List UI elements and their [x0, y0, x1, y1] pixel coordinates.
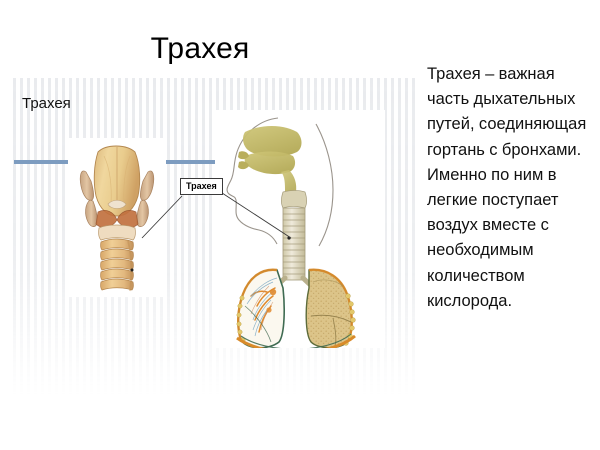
callout-label-trachea: Трахея — [180, 178, 223, 195]
body-text: Трахея – важная часть дыхательных путей,… — [427, 65, 587, 310]
page-title: Трахея — [0, 30, 600, 68]
page-title-text: Трахея — [150, 32, 250, 65]
respiratory-system-figure — [215, 110, 385, 348]
figure-caption-label: Трахея — [22, 95, 71, 112]
larynx-figure — [68, 138, 166, 297]
larynx-illustration — [68, 138, 166, 297]
respiratory-system-illustration — [215, 110, 385, 348]
